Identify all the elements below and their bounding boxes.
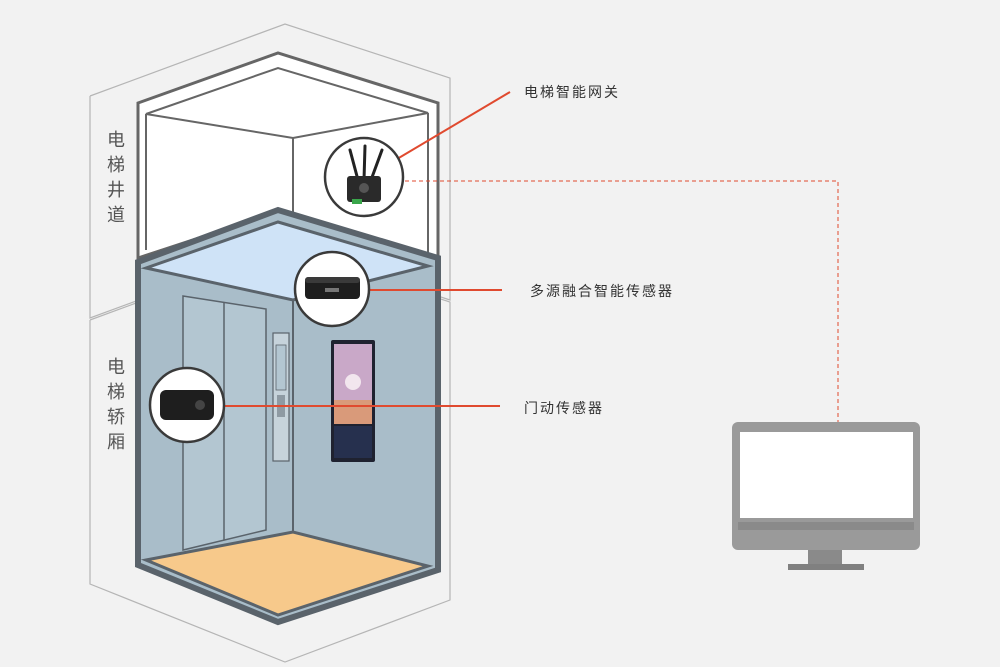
ad-screen-icon: [331, 340, 375, 462]
elevator-car: [135, 206, 441, 626]
monitor-icon: [732, 422, 920, 570]
car-label: 电梯轿厢: [107, 357, 125, 453]
door-sensor-icon: [148, 366, 226, 444]
shaft-label: 电梯井道: [107, 130, 125, 226]
gateway-callout-line: [391, 91, 511, 163]
fusion-sensor-label: 多源融合智能传感器: [530, 284, 674, 300]
sensor-box-icon: [293, 250, 371, 328]
gateway-label: 电梯智能网关: [524, 85, 620, 101]
network-link: [398, 180, 839, 422]
door-sensor-label: 门动传感器: [524, 401, 604, 417]
router-icon: [323, 136, 405, 218]
